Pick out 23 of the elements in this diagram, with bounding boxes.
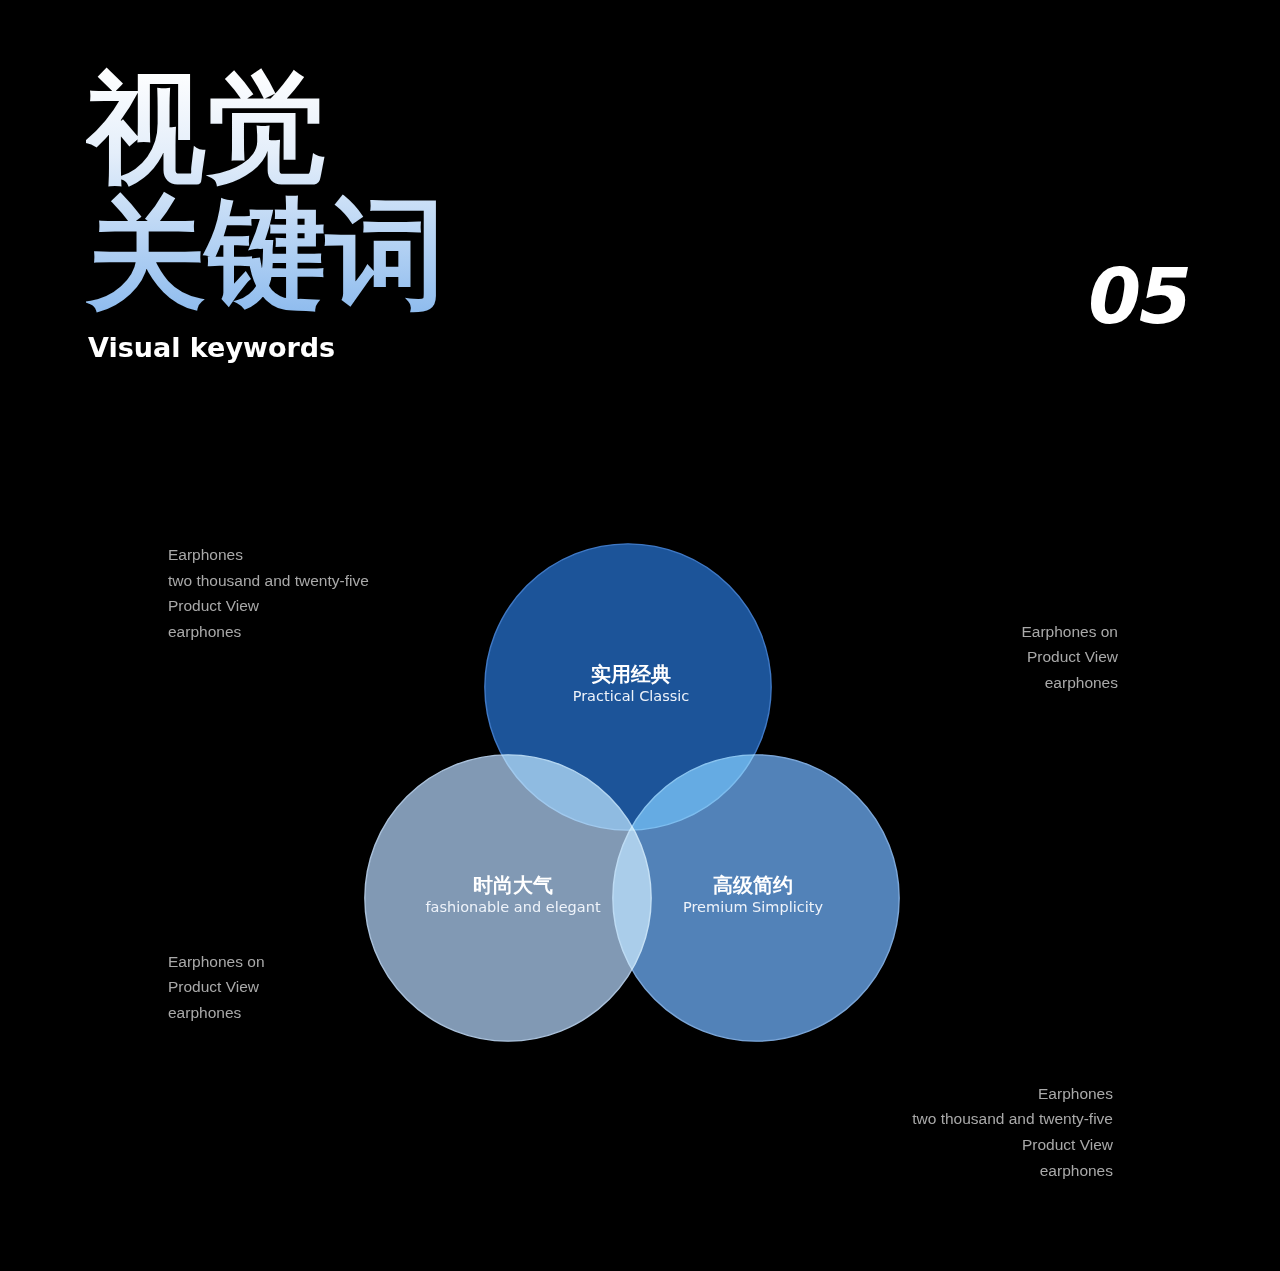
keyword-translation: Premium Simplicity: [683, 898, 823, 917]
note-text: two thousand and twenty-five: [168, 571, 369, 591]
note-text: earphones: [1044, 673, 1118, 693]
note-text: Product View: [1021, 1135, 1113, 1155]
note-text: Earphones: [168, 545, 243, 565]
note-text: earphones: [1039, 1161, 1113, 1181]
venn-circle: [612, 754, 900, 1042]
note-text: Earphones: [1038, 1084, 1113, 1104]
note-text: Product View: [168, 977, 260, 997]
note-text: Earphones on: [168, 952, 265, 972]
keyword-translation: Practical Classic: [572, 687, 690, 706]
note-text: Product View: [1026, 647, 1118, 667]
note-text: earphones: [168, 1003, 242, 1023]
keyword-translation: fashionable and elegant: [425, 898, 601, 917]
keyword-heading: 时尚大气: [473, 873, 553, 897]
note-text: Product View: [168, 596, 260, 616]
section-number: 05: [1088, 259, 1190, 335]
note-text: two thousand and twenty-five: [912, 1109, 1113, 1129]
keyword-heading: 高级简约: [713, 873, 793, 897]
note-text: earphones: [168, 622, 242, 642]
keyword-heading: 实用经典: [591, 662, 671, 686]
note-text: Earphones on: [1021, 622, 1118, 642]
subtitle-text: Visual keywords: [88, 331, 336, 365]
